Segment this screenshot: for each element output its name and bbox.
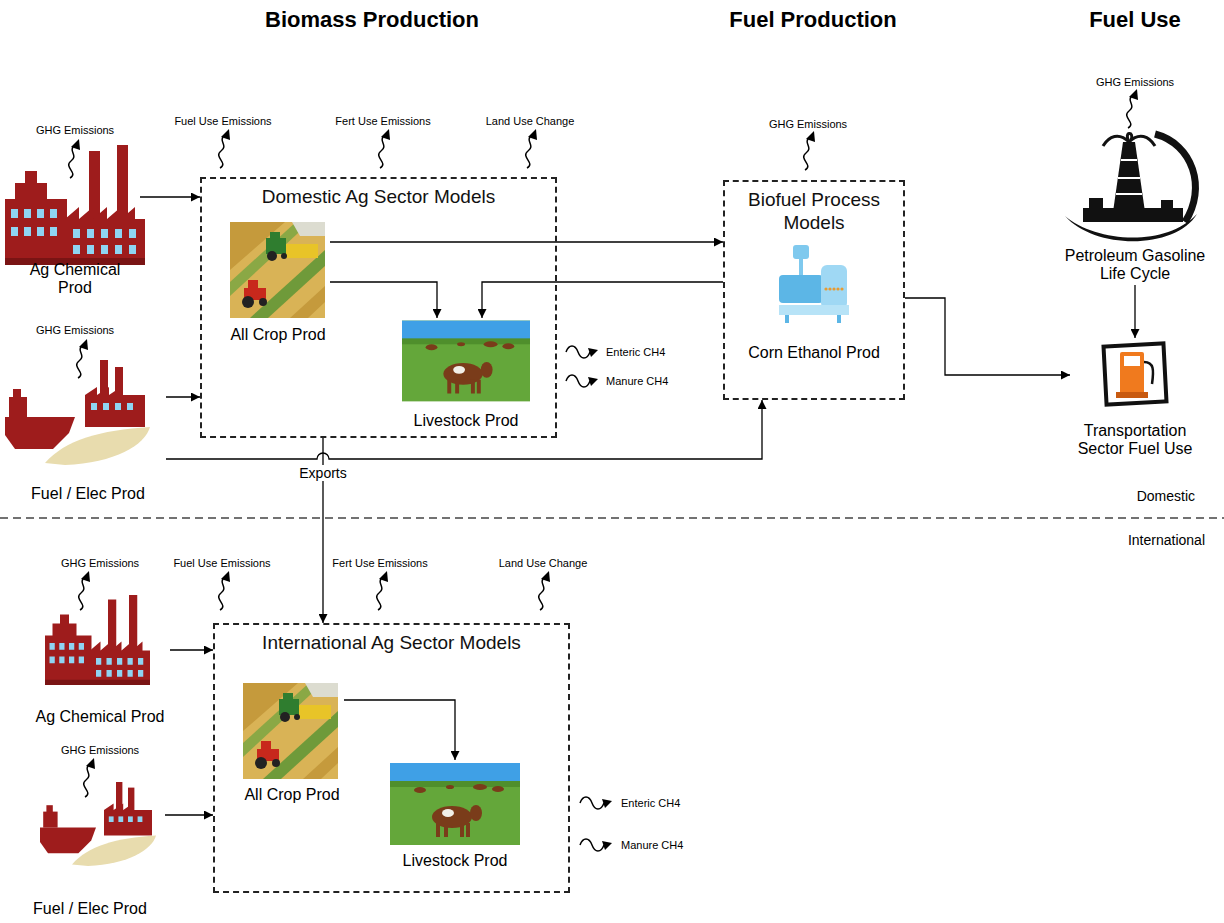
livestock-node: Livestock Prod	[388, 760, 522, 872]
emission-label: Fert Use Emissions	[332, 557, 427, 570]
flow-arrow	[140, 196, 200, 197]
factory-node: Ag Chemical Prod	[10, 143, 140, 299]
column-heading: Fuel Use	[1089, 7, 1181, 33]
factory-node: Ag Chemical Prod	[30, 590, 170, 728]
emission-label: Enteric CH4	[621, 797, 680, 810]
emission-label: GHG Emissions	[36, 124, 114, 137]
process-group-box: Biofuel Process ModelsCorn Ethanol Prod	[723, 180, 905, 400]
emission-label: GHG Emissions	[1096, 76, 1174, 89]
emission-label: GHG Emissions	[769, 118, 847, 131]
group-title: Biofuel Process Models	[733, 188, 895, 234]
model-group-box: International Ag Sector ModelsAll Crop P…	[213, 623, 570, 893]
group-title: International Ag Sector Models	[223, 631, 560, 654]
crop-picture	[243, 683, 338, 779]
emission-label: Land Use Change	[499, 557, 588, 570]
model-group-box: Domestic Ag Sector ModelsAll Crop ProdLi…	[200, 177, 557, 438]
flow-arrow	[170, 649, 213, 650]
emission-label: GHG Emissions	[61, 744, 139, 757]
node-label: Fuel / Elec Prod	[17, 900, 163, 918]
crop-node: All Crop Prod	[240, 680, 344, 806]
power-plant-icon	[5, 360, 150, 465]
flow-arrow	[165, 814, 213, 815]
emission-label: Enteric CH4	[606, 346, 665, 359]
node-label: Livestock Prod	[390, 852, 520, 870]
edge-label: Exports	[296, 465, 349, 481]
oil-well-icon	[1065, 133, 1197, 241]
power-node: Fuel / Elec Prod	[10, 345, 166, 505]
region-label: International	[1128, 532, 1205, 548]
ethanol-node: Corn Ethanol Prod	[735, 240, 893, 364]
flow-arrow	[330, 241, 723, 242]
petroleum-node: Petroleum Gasoline Life Cycle	[1053, 128, 1217, 285]
column-heading: Biomass Production	[265, 7, 479, 33]
emission-squiggles	[69, 89, 1138, 851]
flow-arrow	[482, 282, 723, 318]
crop-picture	[230, 222, 325, 318]
livestock-picture	[390, 763, 520, 845]
emission-label: Fuel Use Emissions	[174, 115, 271, 128]
emission-label: Fuel Use Emissions	[173, 557, 270, 570]
emission-label: Manure CH4	[621, 839, 683, 852]
emission-label: Land Use Change	[486, 115, 575, 128]
flow-arrow	[905, 298, 1070, 375]
emission-label: Fert Use Emissions	[335, 115, 430, 128]
crop-node: All Crop Prod	[226, 220, 330, 346]
emission-label: GHG Emissions	[61, 557, 139, 570]
factory-icon	[45, 595, 150, 685]
node-label: Ag Chemical Prod	[12, 261, 138, 297]
node-label: Fuel / Elec Prod	[12, 485, 164, 503]
node-label: Transportation Sector Fuel Use	[1072, 422, 1198, 458]
flow-arrow	[344, 700, 455, 760]
factory-icon	[5, 145, 145, 265]
flow-arrow	[166, 396, 200, 397]
emission-label: GHG Emissions	[36, 324, 114, 337]
emission-label: Manure CH4	[606, 375, 668, 388]
region-label: Domestic	[1137, 488, 1195, 504]
node-label: Corn Ethanol Prod	[737, 344, 891, 362]
fuel-use-node: Transportation Sector Fuel Use	[1070, 338, 1200, 460]
node-label: Ag Chemical Prod	[32, 708, 168, 726]
fuel-pump-icon	[1104, 343, 1167, 404]
livestock-picture	[402, 321, 530, 402]
flow-arrow	[330, 282, 437, 318]
livestock-node: Livestock Prod	[400, 318, 532, 432]
domain-divider	[0, 517, 1224, 519]
node-label: All Crop Prod	[242, 786, 342, 804]
column-heading: Fuel Production	[729, 7, 896, 33]
flow-arrow	[166, 400, 762, 459]
node-label: All Crop Prod	[228, 326, 328, 344]
power-plant-icon	[40, 782, 156, 866]
ethanol-plant-icon	[779, 245, 849, 323]
group-title: Domestic Ag Sector Models	[210, 185, 547, 208]
power-node: Fuel / Elec Prod	[15, 768, 165, 920]
flow-arrow	[1134, 285, 1135, 338]
node-label: Petroleum Gasoline Life Cycle	[1055, 247, 1215, 283]
node-label: Livestock Prod	[402, 412, 530, 430]
